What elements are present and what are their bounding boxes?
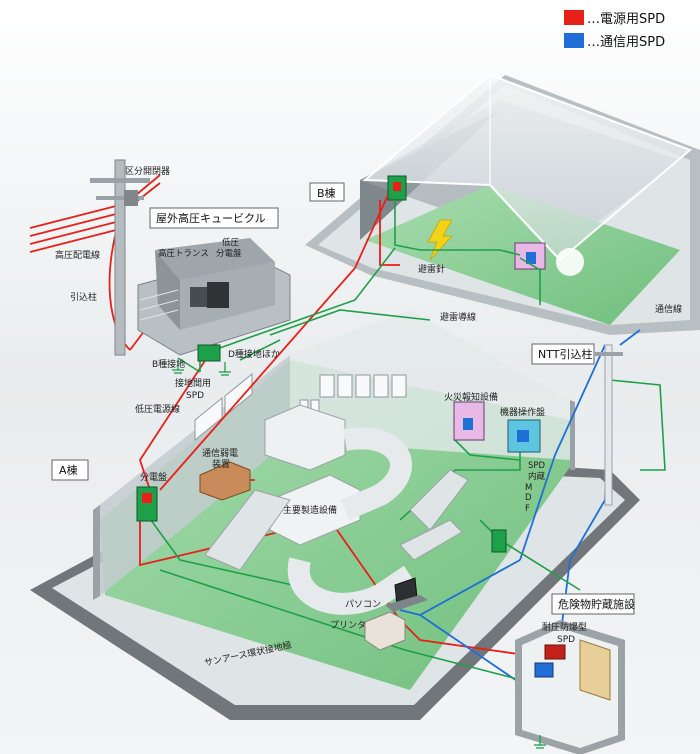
utility-pole-icon <box>604 344 613 506</box>
hv-transformer-label: 高圧トランス <box>158 248 209 259</box>
main-mfg-label: 主要製造設備 <box>283 504 337 516</box>
comm-weak-device <box>199 461 251 501</box>
printer-label: プリンタ <box>330 620 366 631</box>
legend: …電源用SPD …通信用SPD <box>564 10 665 50</box>
hazmat-label-box <box>551 593 635 615</box>
a-dist-panel <box>136 486 158 522</box>
utility-pole-icon <box>114 159 126 356</box>
lead-pole-label: 引込柱 <box>70 291 97 303</box>
legend-comm-text: …通信用SPD <box>587 35 665 50</box>
mdf-box <box>491 529 507 553</box>
mdf-label-2: D <box>525 493 532 503</box>
text-labels: 区分開閉器 高圧配電線 引込柱 屋外高圧キュービクル 高圧トランス 低圧 分電盤… <box>55 166 682 669</box>
lv-panel-label-2: 分電盤 <box>216 248 242 259</box>
explosion-spd-label-1: 耐圧防爆型 <box>542 621 587 633</box>
label-boxes <box>51 182 635 615</box>
ntt-label-box <box>531 343 595 365</box>
explosion-spd-label-2: SPD <box>557 635 575 645</box>
spd-box-icon <box>491 529 507 553</box>
light-glow <box>556 248 584 276</box>
hazmat-building <box>515 620 625 754</box>
computer-icon <box>385 577 428 612</box>
b-roof <box>362 73 692 262</box>
spd-box-icon <box>197 344 221 362</box>
section-switch-label: 区分開閉器 <box>125 166 170 177</box>
mdf-label-1: M <box>525 483 532 493</box>
building-b-label-box <box>309 182 345 202</box>
transformer-icon <box>190 287 212 307</box>
equip-panel <box>507 419 541 453</box>
hv-line-label: 高圧配電線 <box>55 249 100 261</box>
ground-spd <box>172 344 231 376</box>
building-b <box>305 73 700 335</box>
a-left-wall <box>93 355 290 596</box>
fire-alarm-panel <box>453 401 485 441</box>
equip-panel-label: 機器操作盤 <box>500 406 545 418</box>
ground-icon <box>172 360 231 376</box>
building-a-label-box <box>51 459 89 481</box>
legend-power-swatch <box>564 10 584 25</box>
gnd-spd-label-1: 接地間用 <box>175 377 211 389</box>
cubicle <box>137 238 291 356</box>
b-comm-spd <box>514 242 546 270</box>
building-b-label: B棟 <box>317 186 336 200</box>
comm-weak-label-1: 通信弱電 <box>202 447 238 459</box>
b-ground-label: B種接地 <box>152 358 185 370</box>
a-left-windows <box>194 372 253 442</box>
comm-line-label: 通信線 <box>655 303 682 315</box>
lightning-rod-label: 避雷針 <box>418 263 445 275</box>
spd-box-icon <box>534 662 554 678</box>
spd-box-icon <box>544 644 566 660</box>
cubicle-label-box <box>149 207 279 229</box>
lv-panel-label-1: 低圧 <box>222 237 240 248</box>
fire-alarm-label: 火災報知設備 <box>444 391 498 403</box>
utility-pole <box>90 159 150 356</box>
gnd-spd-label-2: SPD <box>186 391 204 401</box>
cubicle-label: 屋外高圧キュービクル <box>156 211 266 225</box>
hazmat-label: 危険物貯蔵施設 <box>558 597 635 611</box>
lv-power-line-label: 低圧電源線 <box>135 403 180 415</box>
ground-icon <box>534 735 546 749</box>
pc-label: パソコン <box>345 599 381 610</box>
legend-comm-swatch <box>564 33 584 48</box>
legend-power-text: …電源用SPD <box>587 12 665 27</box>
ntt-pole <box>595 344 623 506</box>
manufacturing-equipment <box>204 404 469 615</box>
b-dist-spd <box>387 175 407 201</box>
spd-box-icon <box>136 486 158 522</box>
down-conductor-label: 避雷導線 <box>440 311 476 323</box>
ntt-pole-label: NTT引込柱 <box>538 347 592 361</box>
printer-icon <box>364 611 406 651</box>
lv-panel <box>207 282 229 308</box>
a-back-wall <box>290 310 570 460</box>
comm-weak-label-2: 装置 <box>212 458 230 470</box>
building-a-label: A棟 <box>59 463 78 477</box>
dist-panel-label: 分電盤 <box>140 471 167 483</box>
mdf-label-3: F <box>525 504 530 514</box>
spd-builtin-label-2: 内蔵 <box>528 471 546 482</box>
d-ground-label: D種接地ほか <box>228 348 280 360</box>
spd-builtin-label-1: SPD <box>528 461 546 471</box>
